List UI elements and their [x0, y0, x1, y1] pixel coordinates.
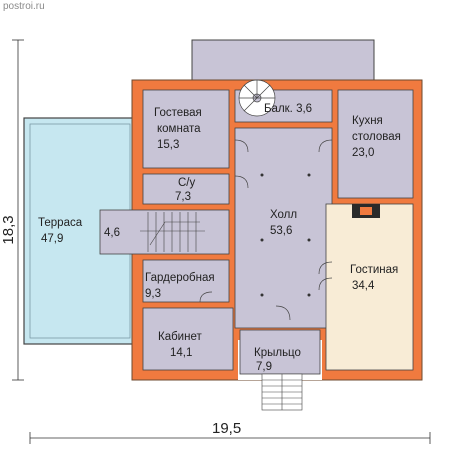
guest-room-name: Гостевая — [154, 107, 202, 119]
hall-area: 53,6 — [270, 225, 292, 237]
wardrobe-floor — [142, 259, 230, 303]
guest-room-name2: комната — [157, 123, 201, 135]
dimension-lines — [12, 39, 431, 444]
terrace-area: 47,9 — [41, 233, 63, 245]
office-name: Кабинет — [158, 331, 202, 343]
porch-area: 7,9 — [256, 361, 272, 373]
kitchen-area: 23,0 — [352, 147, 374, 159]
kitchen-name2: столовая — [352, 131, 401, 143]
fireplace-fire — [360, 207, 372, 215]
stair-floor — [99, 209, 230, 255]
guest-room-floor — [142, 89, 230, 169]
office-area: 14,1 — [170, 347, 192, 359]
living-name: Гостиная — [350, 264, 398, 276]
balcony-label: Балк. 3,6 — [264, 103, 312, 115]
porch-steps — [261, 373, 303, 411]
porch-floor — [239, 329, 321, 375]
hall-lights — [260, 173, 311, 297]
wardrobe-area: 9,3 — [145, 288, 161, 300]
hall-name: Холл — [270, 209, 297, 221]
kitchen-floor — [337, 89, 414, 199]
guest-room-area: 15,3 — [157, 139, 179, 151]
wc-name: С/у — [178, 177, 196, 189]
height-dimension: 18,3 — [0, 215, 17, 244]
spiral-stair — [238, 79, 276, 117]
stair-area: 4,6 — [104, 227, 120, 239]
kitchen-name: Кухня — [352, 115, 383, 127]
site-watermark: postroi.ru — [3, 1, 45, 12]
wc-floor — [142, 173, 230, 205]
living-floor — [325, 203, 414, 371]
wardrobe-name: Гардеробная — [145, 272, 215, 284]
terrace-name: Терраса — [38, 217, 83, 229]
doors — [199, 139, 333, 321]
living-area: 34,4 — [352, 280, 375, 292]
porch-name: Крыльцо — [254, 347, 301, 359]
interior-stair — [140, 212, 205, 252]
hall-floor — [234, 127, 333, 329]
wc-area: 7,3 — [175, 191, 191, 203]
width-dimension: 19,5 — [212, 420, 241, 437]
office-floor — [142, 307, 234, 371]
